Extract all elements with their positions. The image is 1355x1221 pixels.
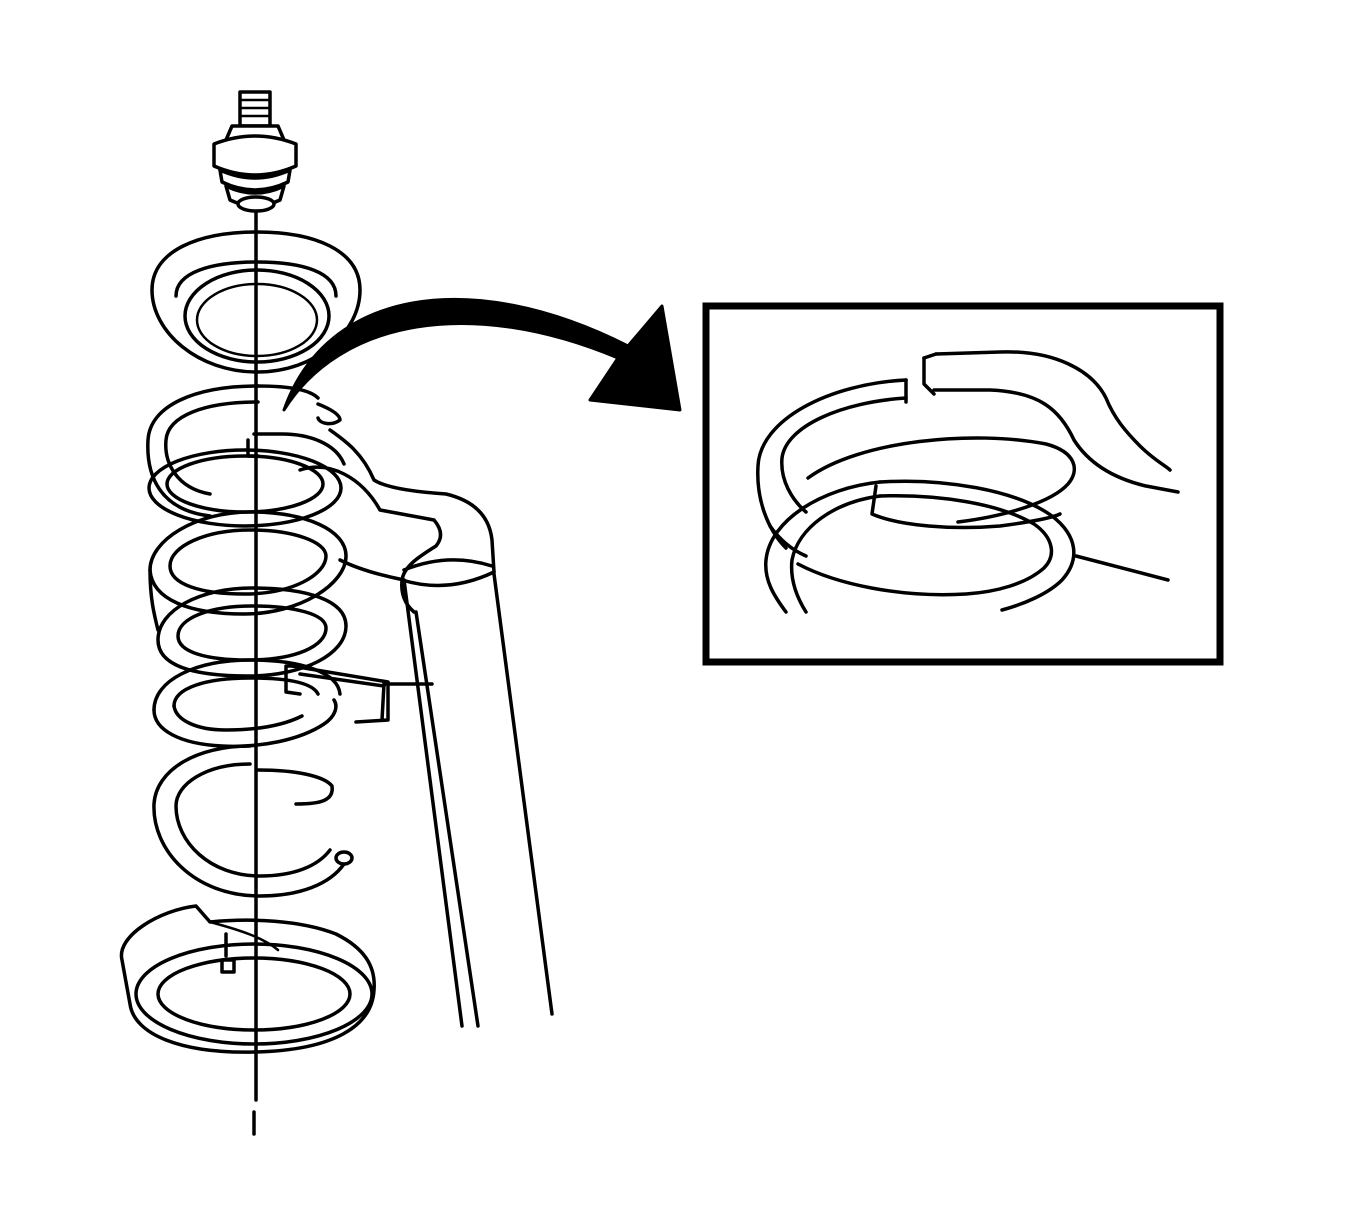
strut-icon <box>298 428 554 1028</box>
center-axis-line <box>252 210 258 1136</box>
detail-inset-icon <box>702 302 1224 666</box>
lower-insulator-icon <box>119 904 376 1054</box>
callout-arrow-icon <box>282 297 682 412</box>
coil-spring-icon <box>146 384 390 898</box>
stud-nut-icon <box>212 90 298 213</box>
